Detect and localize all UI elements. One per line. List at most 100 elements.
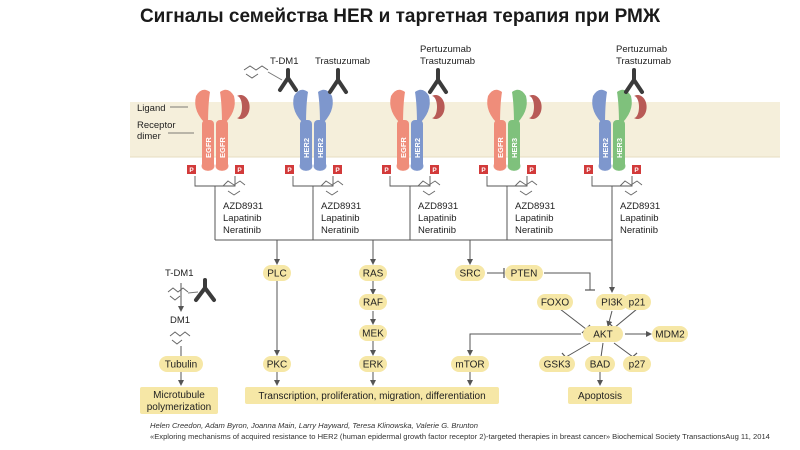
node-akt: AKT: [583, 326, 623, 342]
node-label-src: SRC: [459, 269, 480, 280]
node-pi3k: PI3K: [596, 294, 628, 310]
inhibitor-label: Neratinib: [223, 225, 261, 236]
receptor-label: EGFR: [496, 137, 505, 158]
node-bad: BAD: [585, 356, 615, 372]
node-label-akt: AKT: [593, 330, 612, 341]
receptor-extracellular-domain: [195, 89, 210, 126]
node-p27: p27: [623, 356, 651, 372]
receptor-label: HER2: [302, 138, 311, 158]
dm1-label: DM1: [170, 315, 190, 326]
receptor-extracellular-domain: [415, 89, 430, 126]
small-molecule-icon: [514, 180, 538, 196]
kinase-bracket: [486, 176, 528, 187]
node-label-mdm2: MDM2: [655, 330, 685, 341]
citation-reference: «Exploring mechanisms of acquired resist…: [150, 431, 770, 441]
inhibitor-label: Neratinib: [321, 225, 359, 236]
receptor-transmembrane-domain: [494, 120, 506, 170]
receptor-transmembrane-domain: [397, 120, 409, 170]
kinase-bracket: [292, 176, 334, 187]
node-label-pten: PTEN: [511, 269, 538, 280]
receptor-label: HER3: [615, 138, 624, 158]
node-mtor: mTOR: [451, 356, 489, 372]
transcription-box: [245, 387, 499, 404]
inhibitor-label: Lapatinib: [515, 213, 554, 224]
dm1-molecule-icon: [169, 331, 191, 345]
node-label-mek: MEK: [362, 329, 384, 340]
node-gsk3: GSK3: [539, 356, 575, 372]
receptor-kinase-domain: [313, 161, 327, 171]
receptor-transmembrane-domain: [216, 120, 228, 170]
cell-membrane: [130, 102, 780, 157]
ligand-shape: [634, 95, 647, 119]
receptor-kinase-domain: [410, 161, 424, 171]
node-label-ras: RAS: [363, 269, 384, 280]
receptor-extracellular-domain: [220, 89, 235, 126]
phosphorylation-site: [584, 165, 593, 174]
antibody-icon: [428, 68, 448, 94]
phosphorylation-site: [632, 165, 641, 174]
receptor-dimer-label-2: dimer: [137, 131, 161, 142]
citation: Helen Creedon, Adam Byron, Joanna Main, …: [150, 421, 790, 442]
receptor-transmembrane-domain: [613, 120, 625, 170]
receptor-kinase-domain: [598, 161, 612, 171]
inhibitor-label: AZD8931: [620, 201, 660, 212]
receptor-label: HER3: [510, 138, 519, 158]
receptor-extracellular-domain: [592, 89, 607, 126]
node-ras: RAS: [359, 265, 387, 281]
receptor-label: EGFR: [218, 137, 227, 158]
node-label-tubulin: Tubulin: [165, 360, 197, 371]
inhibitor-label: Lapatinib: [418, 213, 457, 224]
microtubule-label-1: Microtubule: [153, 390, 205, 401]
node-label-plc: PLC: [267, 269, 286, 280]
receptor-kinase-domain: [493, 161, 507, 171]
receptor-kinase-domain: [612, 161, 626, 171]
receptor-transmembrane-domain: [202, 120, 214, 170]
slide-title: Сигналы семейства HER и таргетная терапи…: [139, 6, 661, 27]
inhibitor-label: Lapatinib: [321, 213, 360, 224]
inhibitor-label: Neratinib: [418, 225, 456, 236]
receptor-extracellular-domain: [293, 89, 308, 126]
node-label-erk: ERK: [363, 360, 384, 371]
receptor-label: HER2: [316, 138, 325, 158]
node-label-p27: p27: [629, 360, 646, 371]
node-label-pi3k: PI3K: [601, 298, 623, 309]
phospho-label: P: [634, 167, 639, 174]
receptor-kinase-domain: [396, 161, 410, 171]
node-label-raf: RAF: [363, 298, 383, 309]
phosphorylation-site: [479, 165, 488, 174]
node-pkc: PKC: [263, 356, 291, 372]
node-pten: PTEN: [505, 265, 543, 281]
phosphorylation-site: [285, 165, 294, 174]
inhibitor-label: Neratinib: [515, 225, 553, 236]
tdm1-top-label: T-DM1: [270, 56, 299, 67]
receptor-label: HER2: [601, 138, 610, 158]
receptor-transmembrane-domain: [599, 120, 611, 170]
node-label-p21: p21: [629, 298, 646, 309]
small-molecule-icon: [320, 180, 344, 196]
antibody-icon: [624, 68, 644, 94]
node-plc: PLC: [263, 265, 291, 281]
trastuzumab-top-label-1: Trastuzumab: [315, 56, 370, 67]
phospho-label: P: [189, 167, 194, 174]
antibody-drug-conjugate-icon: [243, 65, 298, 92]
trastuzumab-top-label-2: Trastuzumab: [420, 56, 475, 67]
receptor-extracellular-domain: [512, 89, 527, 126]
node-foxo: FOXO: [537, 294, 573, 310]
small-molecule-icon: [619, 180, 643, 196]
kinase-bracket: [194, 176, 236, 187]
node-tubulin: Tubulin: [159, 356, 203, 372]
transcription-label: Transcription, proliferation, migration,…: [258, 391, 485, 402]
microtubule-label-2: polymerization: [147, 402, 211, 413]
trastuzumab-top-label-3: Trastuzumab: [616, 56, 671, 67]
receptor-kinase-domain: [201, 161, 215, 171]
phospho-label: P: [287, 167, 292, 174]
inhibitor-label: Neratinib: [620, 225, 658, 236]
small-molecule-icon: [222, 180, 246, 196]
receptor-extracellular-domain: [318, 89, 333, 126]
citation-authors: Helen Creedon, Adam Byron, Joanna Main, …: [150, 421, 478, 430]
receptor-label: HER2: [413, 138, 422, 158]
receptor-kinase-domain: [299, 161, 313, 171]
